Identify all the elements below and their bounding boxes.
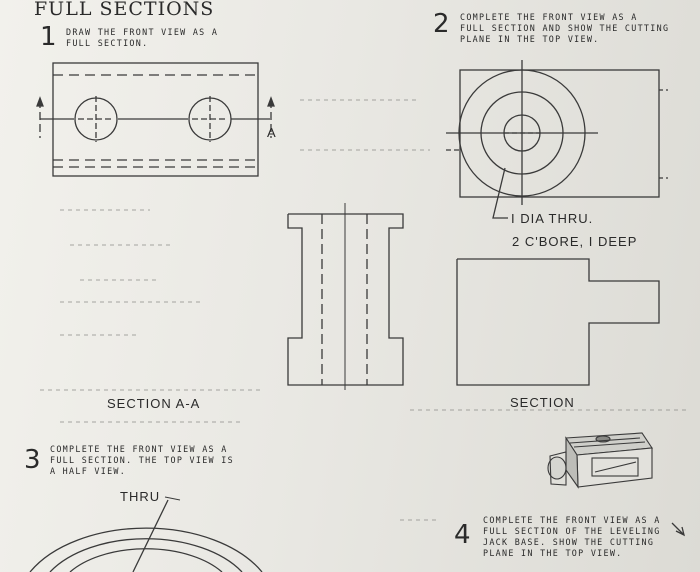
arrow-icon (671, 522, 685, 537)
page-title: FULL SECTIONS (34, 0, 215, 20)
problem-4-instruction: COMPLETE THE FRONT VIEW AS A FULL SECTIO… (483, 515, 661, 558)
problem-3-top-view (29, 496, 263, 572)
problem-2-instruction: COMPLETE THE FRONT VIEW AS A FULL SECTIO… (460, 12, 670, 44)
problem-2-section-view (456, 258, 660, 386)
problem-4-number: 4 (454, 520, 471, 550)
section-a-a-view (287, 203, 404, 390)
scan-artifacts (40, 99, 690, 521)
problem-1-number: 1 (40, 22, 57, 52)
counterbore-note: 2 C'BORE, I DEEP (512, 234, 638, 249)
leveling-jack-base-pictorial (547, 432, 653, 489)
thru-note: THRU (120, 489, 161, 504)
problem-1-top-view (36, 62, 275, 177)
problem-3-instruction: COMPLETE THE FRONT VIEW AS A FULL SECTIO… (50, 444, 234, 476)
cutting-plane-label: A (267, 125, 277, 140)
problem-3-number: 3 (24, 445, 41, 475)
problem-2-number: 2 (433, 9, 450, 39)
problem-1-instruction: DRAW THE FRONT VIEW AS A FULL SECTION. (66, 27, 219, 48)
problem-2-top-view (446, 60, 668, 219)
section-a-a-caption: SECTION A-A (107, 396, 201, 411)
section-caption: SECTION (510, 395, 575, 410)
hole-diameter-note: I DIA THRU. (511, 211, 594, 226)
